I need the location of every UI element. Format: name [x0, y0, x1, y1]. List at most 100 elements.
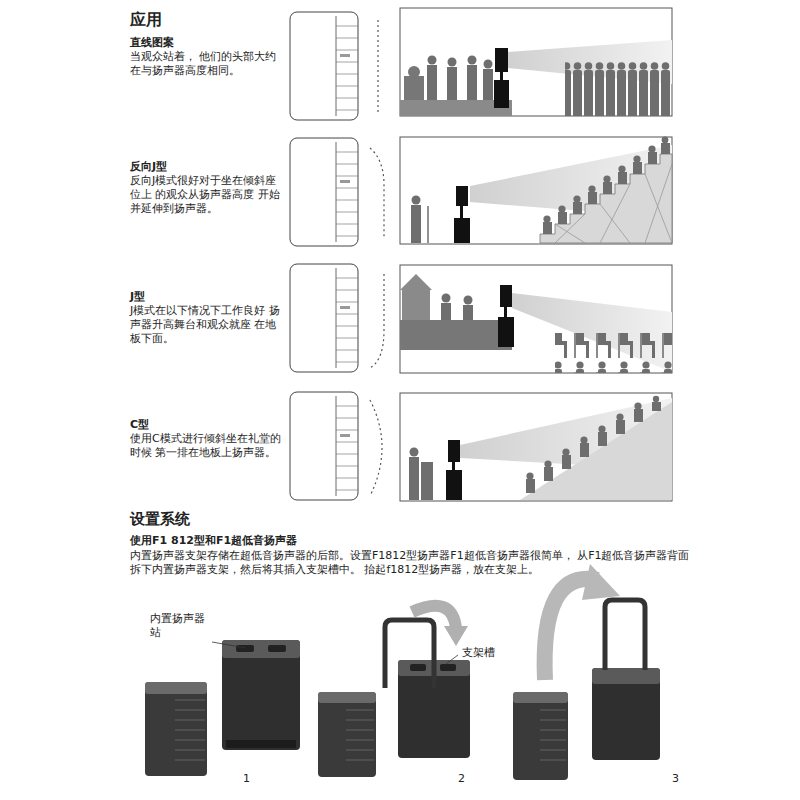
illustration-shape [520, 402, 672, 500]
description-text: 内置扬声器支架存储在超低音扬声器的后部。设置F1812型扬声器F1超低音扬声器很… [130, 549, 690, 577]
page-heading: 设置系统 [130, 510, 190, 529]
illustration-shape [544, 467, 553, 481]
part-label-slot: 支架槽 [462, 646, 495, 660]
illustration-shape [580, 436, 587, 443]
illustration-shape [175, 700, 205, 760]
illustration-shape [555, 333, 672, 373]
illustration-shape [318, 692, 376, 777]
illustration-shape [452, 462, 455, 470]
illustration-shape [653, 396, 659, 402]
section-heading: C型 [130, 418, 149, 432]
illustration-shape [385, 620, 434, 688]
illustration-shape [512, 293, 672, 372]
page-heading-slot: 设置系统 [130, 510, 190, 529]
illustration-shape [441, 303, 451, 320]
illustration-shape [404, 76, 424, 100]
illustration-shape [400, 274, 432, 290]
illustration-shape [603, 182, 612, 194]
illustration-shape [618, 172, 627, 184]
illustration-shape [605, 600, 645, 670]
illustration-shape [427, 206, 429, 243]
illustration-shape [410, 448, 419, 457]
description-text-slot: 使用C模式进行倾斜坐在礼堂的时候 第一排在地板上扬声器。 [130, 432, 285, 460]
illustration-shape [513, 692, 568, 703]
illustration-shape [402, 290, 430, 322]
illustration-shape [483, 69, 493, 100]
illustration-shape [598, 432, 607, 446]
illustration-shape [268, 645, 286, 652]
illustration-shape [500, 285, 512, 307]
illustration-shape [648, 152, 657, 164]
illustration-shape [290, 264, 358, 372]
illustration-shape [222, 640, 300, 658]
illustration-shape [400, 320, 512, 350]
illustration-shape [582, 564, 620, 600]
illustration-shape [543, 137, 670, 234]
illustration-shape [410, 664, 426, 671]
callout-number: 2 [458, 772, 465, 786]
illustration-shape [409, 457, 419, 500]
illustration-shape [648, 145, 655, 152]
illustration-shape [456, 186, 468, 206]
part-label-slot: 内置扬声器 站 [150, 612, 210, 640]
part-label: 支架槽 [462, 646, 495, 660]
illustration-shape [634, 402, 641, 409]
description-text-slot: 当观众站着， 他们的头部大约在与扬声器高度相同。 [130, 50, 285, 78]
illustration-shape [212, 642, 246, 648]
illustration-shape [592, 668, 660, 684]
illustration-shape [448, 58, 457, 67]
illustration-shape [633, 155, 640, 162]
illustration-shape [598, 425, 605, 432]
illustration-shape [543, 215, 550, 222]
description-text: 反向J模式很好对于坐在倾斜座位上 的观众从扬声器高度 开始并延伸到扬声器。 [130, 174, 285, 215]
illustration-shape [494, 80, 509, 108]
illustration-shape [500, 72, 503, 80]
section-heading: 反向J型 [130, 160, 167, 174]
illustration-shape [408, 66, 420, 78]
illustration-shape [400, 265, 672, 373]
section-heading-slot: 直线图案 [130, 36, 174, 50]
illustration-shape [226, 740, 296, 748]
callout-number-slot: 2 [458, 772, 465, 786]
callout-number: 3 [672, 772, 679, 786]
illustration-shape [464, 296, 473, 305]
illustration-shape [428, 56, 437, 65]
illustration-shape [440, 664, 456, 671]
illustration-shape [540, 154, 672, 243]
illustration-shape [544, 460, 551, 467]
illustration-shape [495, 48, 508, 72]
callout-number: 1 [243, 772, 250, 786]
illustration-shape [412, 196, 421, 205]
illustration-shape [543, 222, 552, 234]
illustration-shape [467, 65, 477, 100]
illustration-shape [661, 143, 670, 154]
illustration-shape [562, 448, 569, 455]
illustration-shape [616, 420, 625, 434]
illustration-shape [370, 400, 382, 496]
illustration-shape [526, 396, 661, 493]
illustration-shape [588, 185, 595, 192]
illustration-shape [145, 682, 207, 776]
illustration-shape [444, 626, 468, 646]
section-heading-slot: 反向J型 [130, 160, 167, 174]
illustration-shape [498, 317, 514, 347]
illustration-shape [558, 205, 565, 212]
illustration-shape [447, 67, 457, 100]
illustration-shape [446, 655, 458, 664]
section-heading-slot: J型 [130, 290, 145, 304]
description-text: 使用C模式进行倾斜坐在礼堂的时候 第一排在地板上扬声器。 [130, 432, 285, 460]
illustration-shape [400, 8, 672, 116]
illustration-shape [446, 470, 462, 500]
section-heading: 使用F1 812型和F1超低音扬声器 [130, 534, 297, 548]
illustration-shape [448, 440, 460, 462]
part-label: 内置扬声器 站 [150, 612, 210, 640]
illustration-shape [504, 307, 507, 317]
illustration-shape [145, 682, 207, 694]
illustration-shape [573, 195, 580, 202]
illustration-shape [463, 305, 473, 320]
section-heading: 直线图案 [130, 36, 174, 50]
illustration-shape [562, 455, 571, 469]
illustration-shape [540, 710, 566, 760]
